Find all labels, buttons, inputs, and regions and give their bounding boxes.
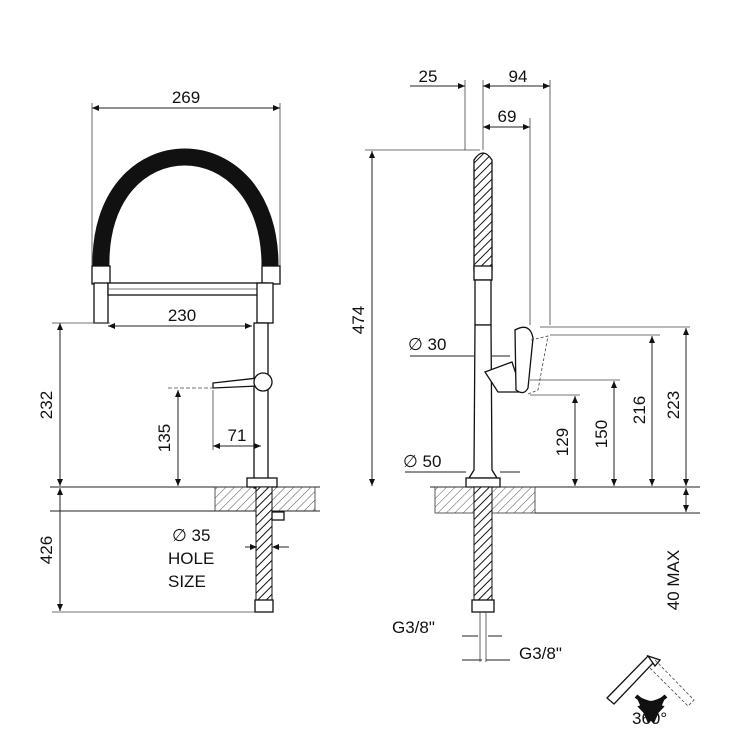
spray-head-side [474,279,492,326]
hose-nut-side [471,599,495,613]
supply-hose [255,486,273,602]
hose-fitting-side [473,265,493,281]
thread-1: G3/8" [392,618,435,637]
dim-lever-71: 71 [228,426,247,445]
dim-150: 150 [592,420,611,448]
dim-diam-30: ∅ 30 [408,335,446,354]
dim-spout-230: 230 [168,306,196,325]
thread-2: G3/8" [519,644,562,663]
dim-top-69: 69 [498,107,517,126]
hose-nut [254,599,274,613]
dim-top-25: 25 [419,67,438,86]
dim-216: 216 [630,396,649,424]
hole-label-2: SIZE [168,572,206,591]
base-flange [246,477,278,488]
mounting-nut [271,511,285,521]
supply-hoses-side [473,486,493,602]
lever-handle [212,377,259,389]
dim-height-474: 474 [349,306,368,334]
dim-diam-50: ∅ 50 [403,452,441,471]
lever-knob [253,372,273,392]
faucet-body-side [467,324,499,479]
dim-top-94: 94 [509,67,528,86]
side-view: 25 94 69 474 ∅ 30 ∅ 50 129 [349,67,700,663]
side-lever [514,326,534,394]
hose-arch [92,148,279,269]
base-side [465,477,501,488]
front-view: 269 230 232 135 71 [37,88,320,613]
dim-below-426: 426 [37,536,56,564]
dim-223: 223 [664,391,683,419]
hose-fitting [261,265,281,285]
rotation-label: 360° [632,709,667,728]
dim-handle-135: 135 [155,424,174,452]
hole-label-1: HOLE [168,549,214,568]
spray-head-fitting [91,265,111,285]
rotation-icon: 360° [606,654,695,728]
dim-40max: 40 MAX [664,550,683,610]
spray-head [93,282,109,324]
dim-width-269: 269 [172,88,200,107]
faucet-body [253,322,269,489]
spout-column-top [256,282,274,324]
hole-diameter: ∅ 35 [172,526,210,545]
hose-side [473,152,493,271]
dim-height-232: 232 [37,391,56,419]
dim-129: 129 [553,428,572,456]
